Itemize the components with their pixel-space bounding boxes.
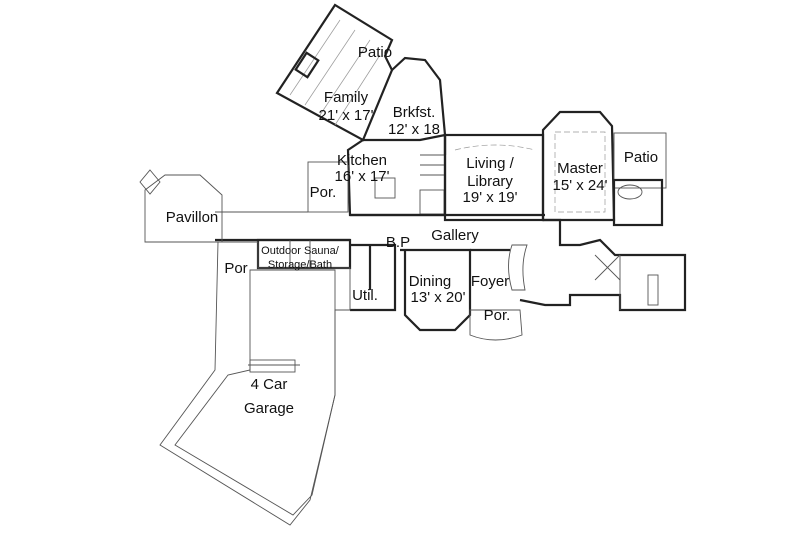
right-wing-walls	[519, 218, 687, 312]
stair	[508, 244, 528, 291]
room-label-porch-kitchen: Por.	[310, 184, 337, 201]
room-label-porch-garage: Por	[224, 260, 247, 277]
room-label-kitchen: Kitchen	[337, 152, 387, 169]
room-label-patio-top: Patio	[358, 44, 392, 61]
room-size-brkfst: 12' x 18	[388, 121, 440, 138]
room-label-gallery: Gallery	[431, 227, 479, 244]
room-size-family: 21' x 17'	[319, 107, 374, 124]
room-label-util: Util.	[352, 287, 378, 304]
util-walls	[350, 243, 397, 312]
room-label-master: Master	[557, 160, 603, 177]
room-label-garage-1: 4 Car	[251, 376, 288, 393]
room-label-living: Living /	[466, 155, 514, 172]
room-label-library: Library	[467, 173, 513, 190]
pavillon-outline	[144, 174, 223, 243]
room-label-sauna-2: Storage/Bath	[268, 259, 332, 271]
room-label-pavillon: Pavillon	[166, 209, 219, 226]
room-size-dining: 13' x 20'	[411, 289, 466, 306]
room-label-porch-front: Por.	[484, 307, 511, 324]
room-label-foyer: Foyer	[471, 273, 509, 290]
room-label-dining: Dining	[409, 273, 452, 290]
room-label-patio-right: Patio	[624, 149, 658, 166]
room-label-bp: B.P	[386, 234, 410, 251]
room-size-master: 15' x 24'	[553, 177, 608, 194]
room-label-garage-2: Garage	[244, 400, 294, 417]
room-size-kitchen: 16' x 17'	[335, 168, 390, 185]
porch-kitchen-outline	[307, 161, 349, 213]
room-size-living: 19' x 19'	[463, 189, 518, 206]
room-label-family: Family	[324, 89, 369, 106]
room-label-brkfst: Brkfst.	[393, 104, 436, 121]
room-label-sauna-1: Outdoor Sauna/	[261, 245, 340, 257]
front-porch	[469, 309, 523, 341]
